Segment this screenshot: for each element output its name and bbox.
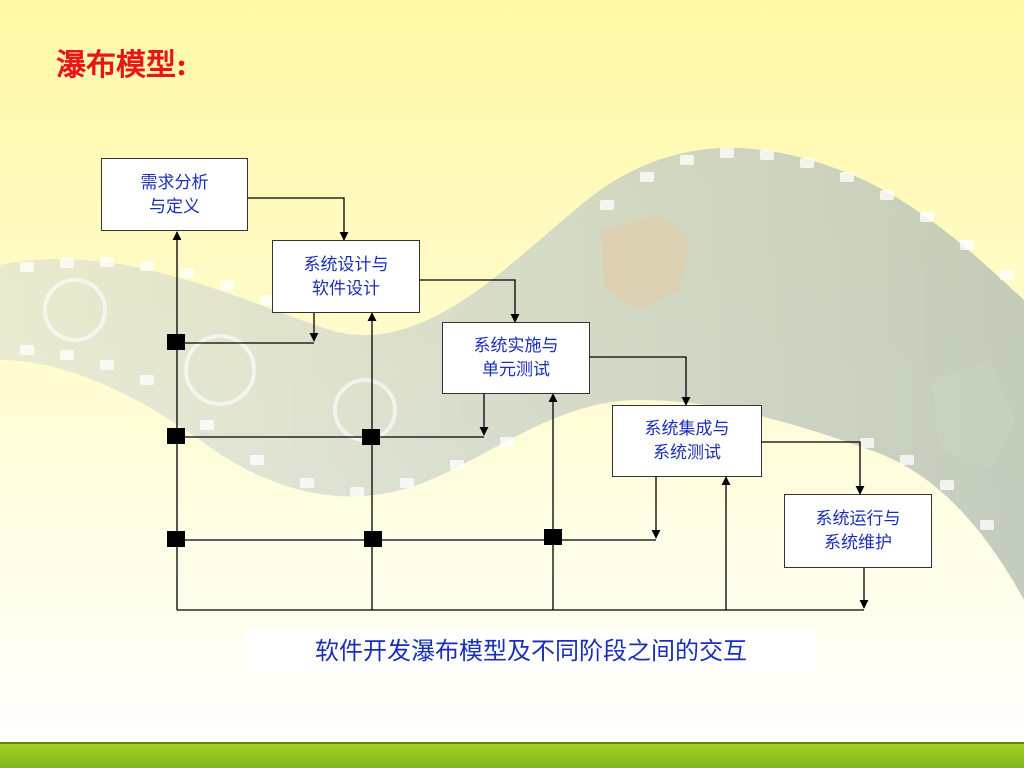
junction-node — [167, 531, 185, 547]
stage-box-design: 系统设计与 软件设计 — [272, 240, 420, 313]
junction-node — [544, 529, 562, 545]
stage-box-operation: 系统运行与 系统维护 — [784, 494, 932, 568]
slide-title: 瀑布模型: — [56, 48, 188, 83]
film-sprocket-holes — [20, 148, 1014, 530]
junction-node — [167, 428, 185, 444]
flow-arrow-integ-to-ops — [762, 441, 865, 495]
film-map-texture — [600, 215, 1015, 470]
flow-arrow-design-to-impl — [420, 279, 520, 323]
stage-box-requirements: 需求分析 与定义 — [101, 158, 248, 231]
flow-arrow-impl-to-integ — [590, 356, 691, 406]
junction-node — [167, 334, 185, 350]
footer-bar — [0, 742, 1024, 768]
flow-arrow-req-to-design — [248, 197, 349, 241]
stage-box-integration: 系统集成与 系统测试 — [612, 405, 762, 477]
junction-node — [362, 429, 380, 445]
diagram-caption: 软件开发瀑布模型及不同阶段之间的交互 — [246, 630, 816, 672]
stage-box-implementation: 系统实施与 单元测试 — [442, 322, 590, 394]
junction-node — [364, 531, 382, 547]
